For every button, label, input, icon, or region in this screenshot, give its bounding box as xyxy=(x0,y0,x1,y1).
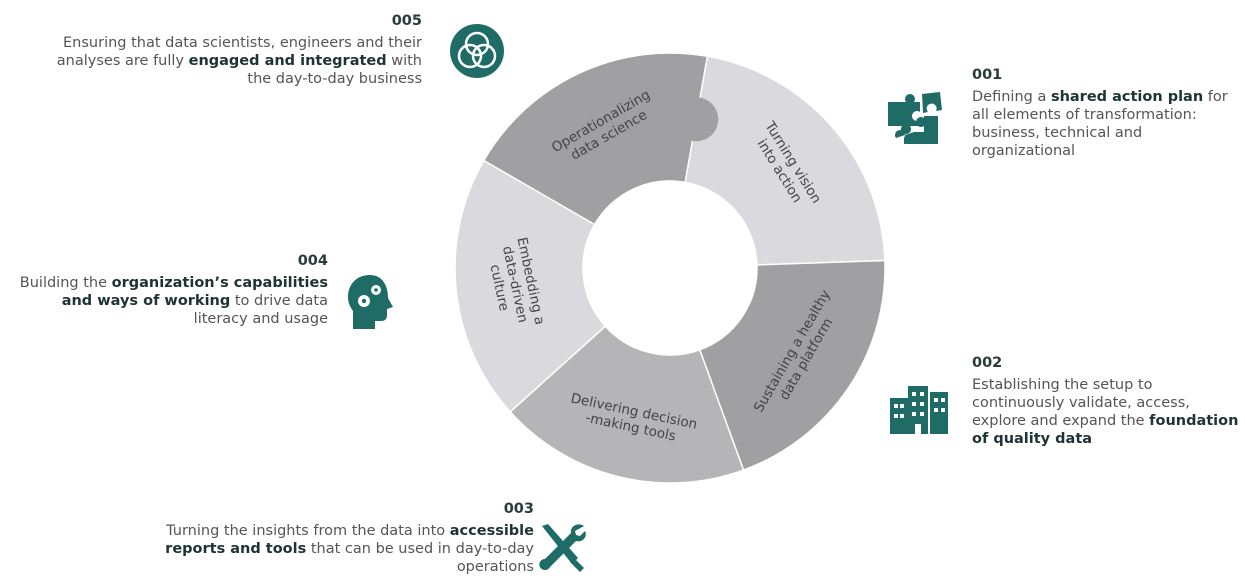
puzzle-knob-operationalizing xyxy=(674,97,719,142)
buildings-icon xyxy=(890,386,948,434)
ring-segment-embedding xyxy=(454,159,607,413)
item-004-text-a: Building the xyxy=(19,275,112,291)
item-001-text-bold: shared action plan xyxy=(1050,89,1204,105)
item-001-description: Defining a shared action plan for all el… xyxy=(972,89,1228,159)
item-004-number: 004 xyxy=(297,253,328,269)
item-004-text-bold: organization’s capabilities and ways of … xyxy=(61,275,328,309)
puzzle-icon xyxy=(888,92,942,144)
item-003-text-b: that can be used in day-to-day operation… xyxy=(306,541,534,575)
item-005-text-a: Ensuring that data scientists, engineers… xyxy=(56,35,422,69)
item-003-description: Turning the insights from the data into … xyxy=(165,523,534,575)
head-gears-icon xyxy=(348,275,393,329)
item-002-text-a: Establishing the setup to continuously v… xyxy=(972,377,1190,429)
item-005-text-b: with the day-to-day business xyxy=(247,53,422,87)
item-002-number: 002 xyxy=(972,355,1003,371)
item-005-text-bold: engaged and integrated xyxy=(188,53,387,69)
item-004: 004 Building the organization’s capabili… xyxy=(8,252,328,328)
venn-circles-icon xyxy=(450,24,504,78)
item-002-text-bold: foundation of quality data xyxy=(972,413,1239,447)
ring-segment-turning xyxy=(684,55,886,266)
item-002: 002 Establishing the setup to continuous… xyxy=(972,354,1242,448)
item-001-text-a: Defining a xyxy=(972,89,1051,105)
ring-segment-operationalizing xyxy=(482,52,709,226)
item-002-description: Establishing the setup to continuously v… xyxy=(972,377,1238,447)
ring-segment-sustaining xyxy=(698,259,886,471)
tools-icon xyxy=(539,524,586,572)
item-004-description: Building the organization’s capabilities… xyxy=(20,275,328,327)
item-004-text-b: to drive data literacy and usage xyxy=(193,293,328,327)
item-003-number: 003 xyxy=(503,501,534,517)
item-001-number: 001 xyxy=(972,67,1003,83)
item-005-number: 005 xyxy=(391,13,422,29)
item-001: 001 Defining a shared action plan for al… xyxy=(972,66,1242,160)
item-001-text-b: for all elements of transformation: busi… xyxy=(972,89,1228,159)
item-003-text-a: Turning the insights from the data into xyxy=(166,523,450,539)
item-005: 005 Ensuring that data scientists, engin… xyxy=(40,12,422,88)
item-003-text-bold: accessible reports and tools xyxy=(165,523,534,557)
item-003: 003 Turning the insights from the data i… xyxy=(150,500,534,576)
item-005-description: Ensuring that data scientists, engineers… xyxy=(57,35,422,87)
